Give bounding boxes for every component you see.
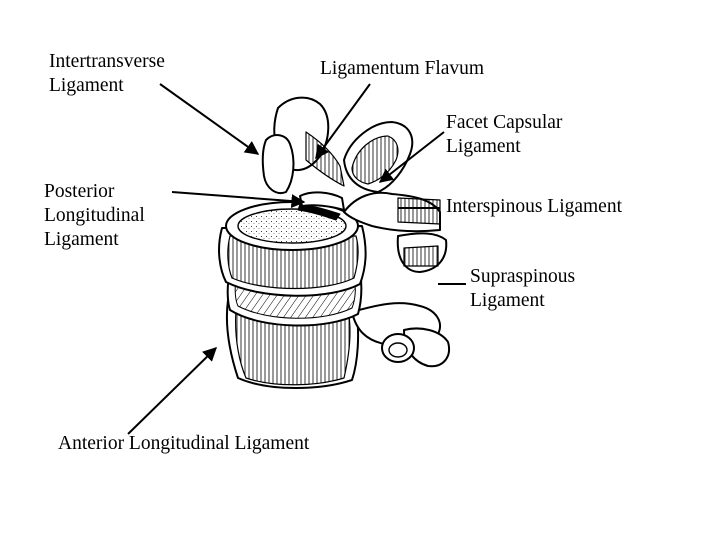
label-supraspinous-ligament: Supraspinous Ligament [470,265,575,313]
label-line: Longitudinal [44,205,145,226]
label-ligamentum-flavum: Ligamentum Flavum [320,57,484,81]
pars-interarticularis [299,191,345,211]
label-line: Ligament [446,136,521,157]
label-line: Posterior [44,181,115,202]
transverse-process [261,134,295,194]
anterior-arrow [127,347,218,435]
intertransverse-arrow [159,83,260,155]
label-line: Ligament [44,229,119,250]
flavum-arrow [315,83,371,160]
anterior-ligament-lower [235,309,351,386]
label-line: Ligamentum Flavum [320,58,485,79]
label-line: Anterior Longitudinal Ligament [58,433,310,454]
supraspinous-fibers [403,245,439,267]
label-line: Intertransverse [49,51,165,72]
label-interspinous-ligament: Interspinous Ligament [446,195,622,219]
label-facet-capsular-ligament: Facet Capsular Ligament [446,111,562,159]
label-line: Interspinous Ligament [446,196,623,217]
label-intertransverse-ligament: Intertransverse Ligament [49,50,165,98]
posterior-longitudinal-ligament [297,203,341,221]
facet-arrow [378,131,445,183]
label-line: Ligament [470,290,545,311]
endplate-cancellous-bone [237,208,347,244]
label-line: Ligament [49,75,124,96]
upper-vertebra [218,96,448,297]
posterior-arrow [171,191,306,209]
label-line: Facet Capsular [446,112,563,133]
leader-lines [127,83,466,435]
label-line: Supraspinous [470,266,576,287]
lower-facet-surface [388,342,408,358]
interspinous-fibers [397,197,441,225]
label-anterior-longitudinal-ligament: Anterior Longitudinal Ligament [58,432,309,456]
label-posterior-longitudinal-ligament: Posterior Longitudinal Ligament [44,180,145,252]
anterior-ligament-upper [227,235,359,290]
